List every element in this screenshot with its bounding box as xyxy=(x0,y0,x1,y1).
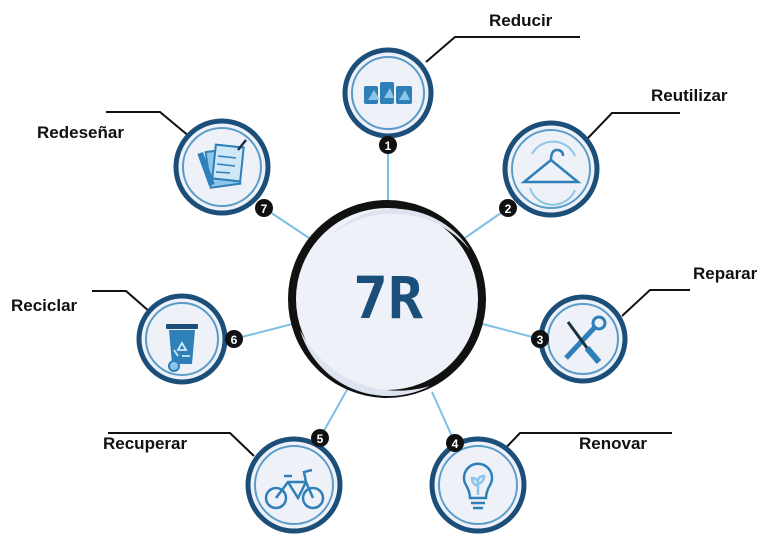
tools-icon xyxy=(564,315,607,364)
spoke-2 xyxy=(461,207,509,241)
blueprint-icon xyxy=(197,139,247,189)
spoke-4 xyxy=(431,391,456,444)
node-recuperar: 5 xyxy=(245,429,343,534)
node-reutilizar: 2 xyxy=(499,120,600,218)
badge-6-num: 6 xyxy=(231,333,238,347)
spoke-3 xyxy=(474,321,541,340)
label-recuperar: Recuperar xyxy=(103,434,188,453)
label-reutilizar: Reutilizar xyxy=(651,86,728,105)
cans-icon xyxy=(364,82,412,104)
node-redesenar: 7 xyxy=(173,118,273,217)
badge-3 xyxy=(531,330,549,348)
label-reducir: Reducir xyxy=(489,11,553,30)
badge-4 xyxy=(446,434,464,452)
spoke-7 xyxy=(263,207,313,241)
label-redesenar: Redeseñar xyxy=(37,123,124,142)
badge-5-num: 5 xyxy=(317,432,324,446)
node-renovar: 4 xyxy=(429,434,527,534)
badge-2 xyxy=(499,199,517,217)
badge-3-num: 3 xyxy=(537,333,544,347)
bicycle-icon xyxy=(264,468,325,510)
spoke-6 xyxy=(233,321,301,340)
badge-5 xyxy=(311,429,329,447)
label-reciclar: Reciclar xyxy=(11,296,78,315)
recycle-bin-icon xyxy=(166,324,198,372)
hanger-icon xyxy=(520,140,582,206)
spoke-5 xyxy=(319,387,349,439)
badge-4-num: 4 xyxy=(452,437,459,451)
badge-7-num: 7 xyxy=(261,202,268,216)
lightbulb-icon xyxy=(462,462,494,510)
badge-7 xyxy=(255,199,273,217)
spokes xyxy=(233,145,541,444)
badge-1 xyxy=(379,136,397,154)
badge-6 xyxy=(225,330,243,348)
node-reciclar: 6 xyxy=(136,293,243,385)
badge-2-num: 2 xyxy=(505,202,512,216)
label-renovar: Renovar xyxy=(579,434,648,453)
center-node: 7R xyxy=(288,200,486,398)
node-reparar: 3 xyxy=(531,294,628,384)
badge-1-num: 1 xyxy=(385,139,392,153)
node-reducir: 1 xyxy=(342,47,434,154)
label-reparar: Reparar xyxy=(693,264,758,283)
center-label: 7R xyxy=(353,264,423,332)
